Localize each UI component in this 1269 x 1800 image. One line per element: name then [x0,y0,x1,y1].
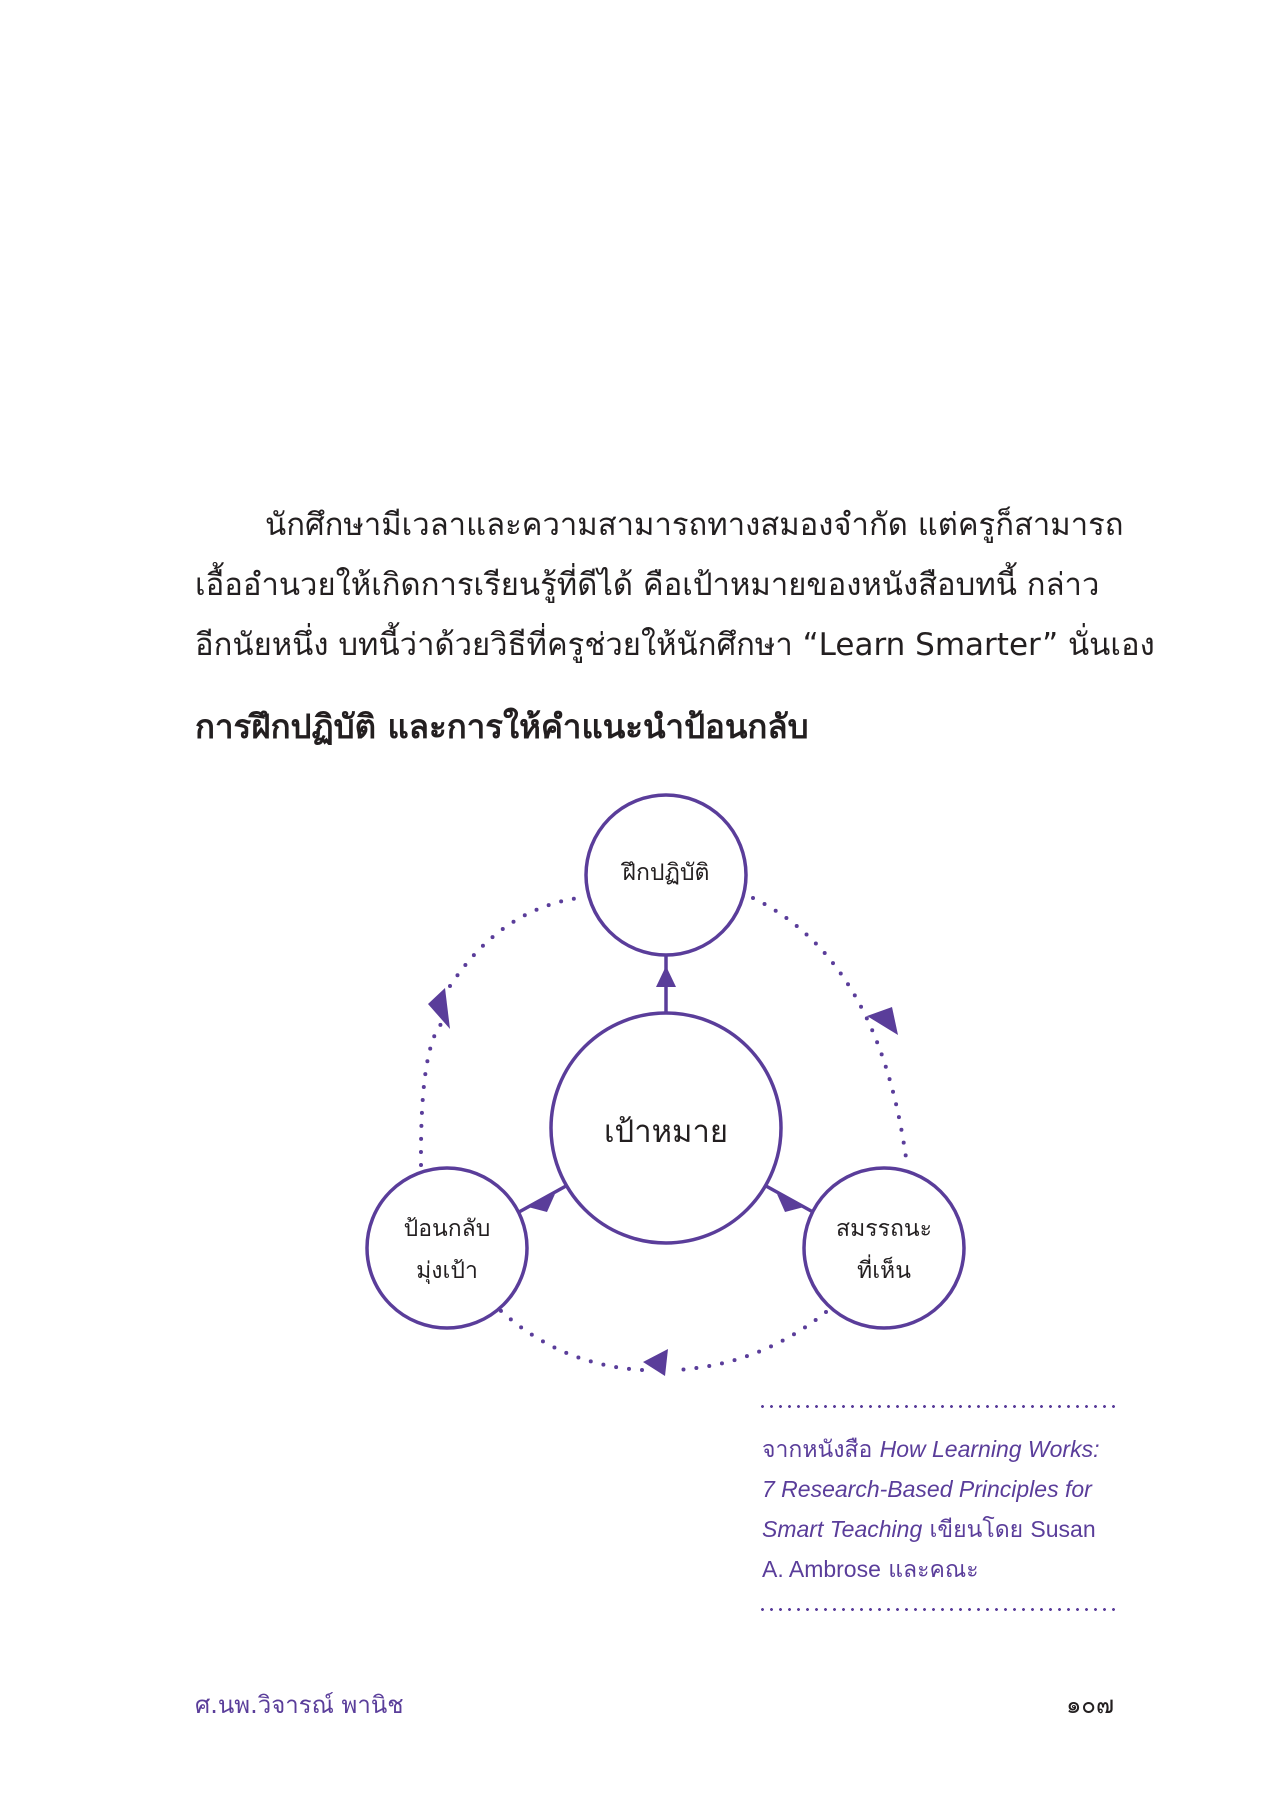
dotted-arc-top-left [418,1018,447,1167]
dotted-divider [758,1405,1118,1408]
dotted-divider [758,1608,1118,1611]
paragraph-line: นักศึกษามีเวลาและความสามารถทางสมองจำกัด … [265,507,1124,543]
left-node-circle [365,1166,529,1330]
citation-box: จากหนังสือ How Learning Works: 7 Researc… [758,1405,1118,1611]
page-number: ๑๐๗ [1066,1691,1114,1719]
right-node-circle [802,1166,966,1330]
center-node-label: เป้าหมาย [603,1114,729,1150]
right-node-label: สมรรถนะ ที่เห็น [836,1208,932,1292]
section-heading: การฝึกปฏิบัติ และการให้คำแนะนำป้อนกลับ [195,707,809,746]
footer-author: ศ.นพ.วิจารณ์ พานิช [195,1691,404,1719]
citation-text: จากหนังสือ How Learning Works: 7 Researc… [762,1430,1118,1590]
author-name-part1: Susan [1030,1516,1096,1542]
book-title-line2: 7 Research-Based Principles for [762,1476,1092,1502]
body-paragraph: นักศึกษามีเวลาและความสามารถทางสมองจำกัด … [195,495,1155,675]
right-node-line1: สมรรถนะ [836,1216,932,1242]
paragraph-line: อีกนัยหนึ่ง บทนี้ว่าด้วยวิธีที่ครูช่วยให… [195,627,1155,663]
citation-by: เขียนโดย [922,1517,1031,1543]
author-name-part2: A. Ambrose [762,1556,881,1582]
top-node-label: ฝึกปฏิบัติ [622,860,710,886]
left-node-line1: ป้อนกลับ [403,1216,491,1242]
dotted-arc-bottom-left [498,1308,644,1372]
book-title-line1: How Learning Works: [879,1436,1100,1462]
citation-suffix: และคณะ [880,1557,979,1583]
dotted-arc-top-right [751,896,909,1167]
book-title-line3: Smart Teaching [762,1516,923,1542]
paragraph-line: เอื้ออำนวยให้เกิดการเรียนรู้ที่ดีได้ คือ… [195,567,1100,603]
arrowheads [428,966,898,1376]
left-node-label: ป้อนกลับ มุ่งเป้า [404,1208,491,1292]
left-node-line2: มุ่งเป้า [416,1258,478,1284]
dotted-arc-top-left-upper [448,896,580,988]
right-node-line2: ที่เห็น [857,1258,911,1284]
dotted-arc-bottom [674,1310,828,1372]
citation-prefix: จากหนังสือ [762,1437,880,1463]
